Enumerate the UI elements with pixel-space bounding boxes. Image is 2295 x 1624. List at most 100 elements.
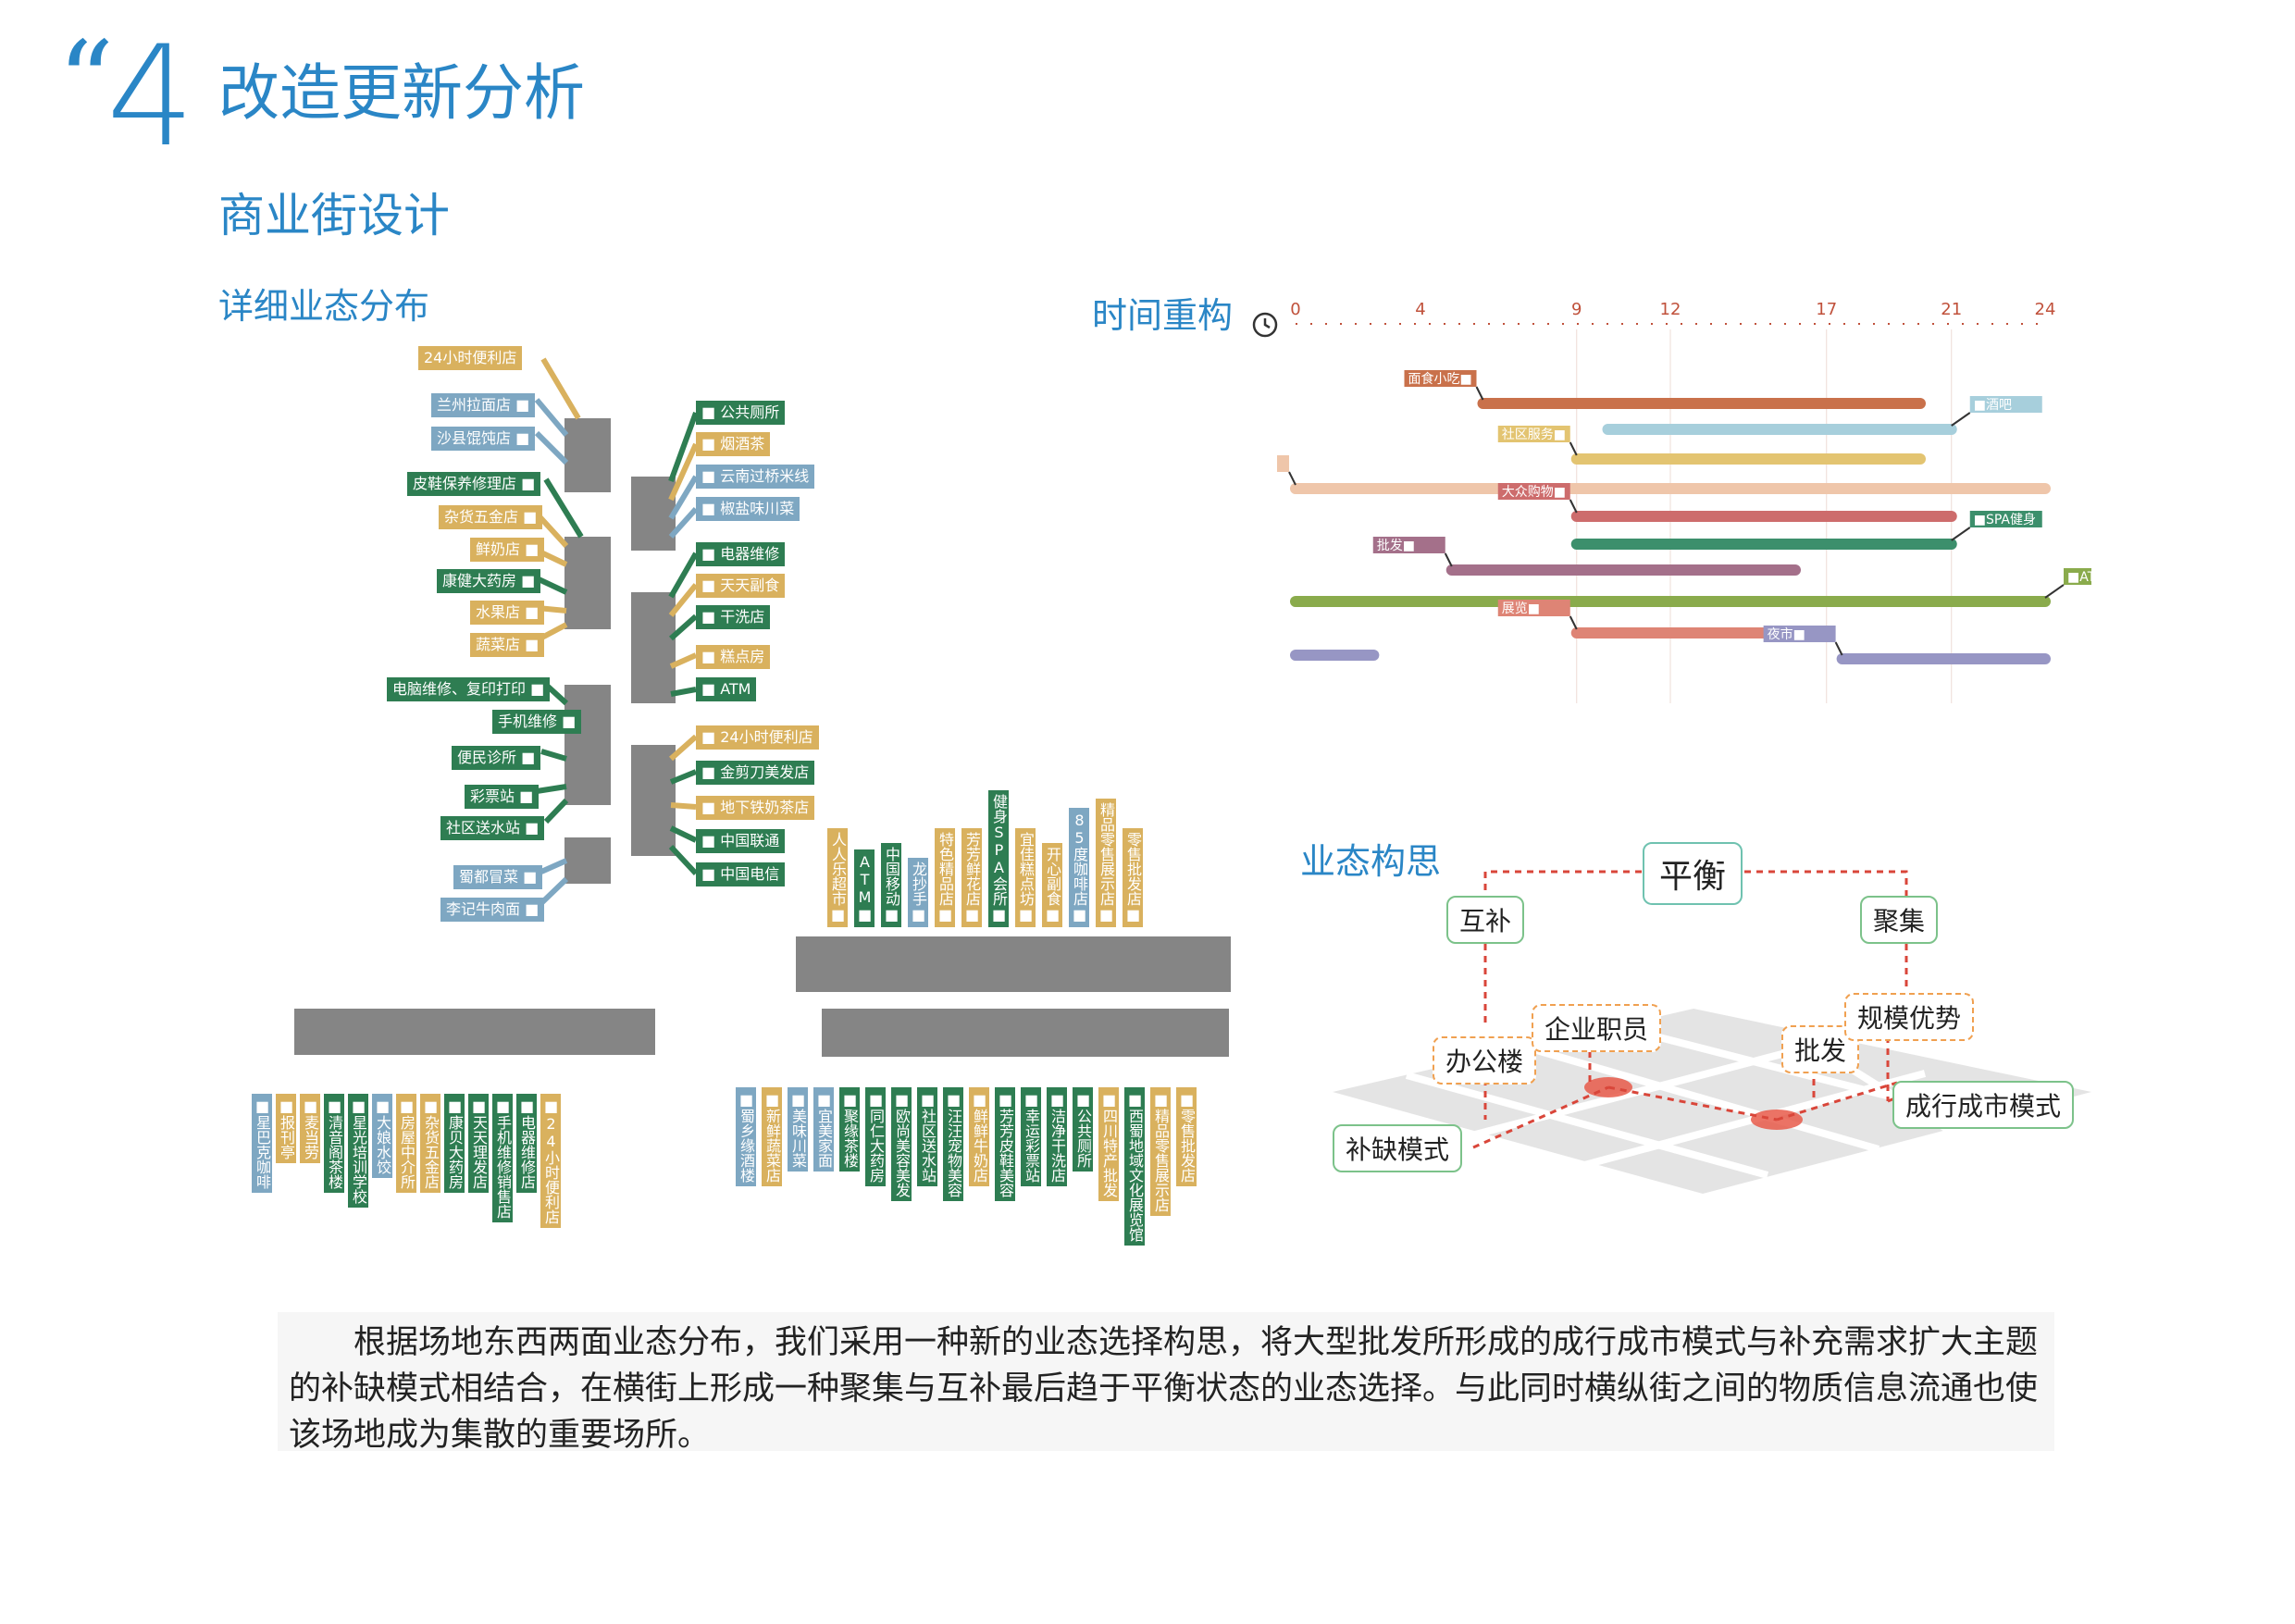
shop-tag: ■ 干洗店 — [696, 605, 771, 629]
shop-tag: 龙抄手■ — [908, 858, 928, 927]
office-box: 办公楼 — [1433, 1036, 1537, 1085]
shop-tag: ■ 中国联通 — [696, 829, 786, 853]
shop-tag: ■鲜鲜牛奶店 — [969, 1087, 989, 1186]
street-block — [631, 477, 676, 551]
time-tick-label: 17 — [1816, 300, 1837, 319]
shop-tag: ■ 公共厕所 — [696, 401, 786, 425]
shop-tag: ■星光培训学校 — [348, 1094, 368, 1208]
time-bar-label: 24h■ — [1277, 455, 1296, 486]
shop-tag: 沙县馄饨店 ■ — [431, 427, 536, 451]
time-bar-label: 大众购物■ — [1497, 483, 1578, 514]
shop-tag: 水果店 ■ — [470, 601, 545, 625]
shop-tag: ■ 糕点房 — [696, 645, 771, 669]
street-block — [564, 837, 611, 884]
svg-text:■SPA健身: ■SPA健身 — [1974, 513, 2036, 527]
street-block — [294, 1009, 655, 1055]
market-mode-box: 成行成市模式 — [1892, 1081, 2075, 1129]
time-bar-label: ■ATM — [2044, 568, 2091, 599]
page-title: 改造更新分析 — [218, 57, 585, 129]
shop-tag: 蔬菜店 ■ — [470, 633, 545, 657]
shop-tag: ■ 云南过桥米线 — [696, 465, 815, 489]
time-bar-label: 批发■ — [1372, 537, 1453, 567]
shop-tag: ■大娘水饺 — [372, 1094, 392, 1178]
shop-tag: ■同仁大药房 — [865, 1087, 886, 1186]
shop-tag: ■麦当劳 — [300, 1094, 320, 1163]
svg-text:大众购物■: 大众购物■ — [1502, 485, 1566, 500]
shop-tag: ■四川特产批发 — [1098, 1087, 1119, 1201]
shop-tag: ■零售批发店 — [1176, 1087, 1197, 1186]
svg-text:■酒吧: ■酒吧 — [1974, 398, 2012, 413]
street-block — [564, 418, 611, 492]
shop-tag: 人人乐超市■ — [827, 828, 848, 927]
shop-tag: 电脑维修、复印打印 ■ — [387, 677, 551, 701]
time-bar-label: 展览■ — [1497, 600, 1578, 630]
shop-tag: 健身SPA会所■ — [988, 790, 1009, 927]
shop-tag: ■手机维修销售店 — [492, 1094, 513, 1222]
street-block — [796, 936, 1231, 992]
shop-tag: ■蜀乡缘酒楼 — [736, 1087, 756, 1186]
shop-tag: 李记牛肉面 ■ — [440, 898, 545, 922]
shop-tag: ■社区送水站 — [917, 1087, 937, 1186]
shop-tag: ■ 椒盐味川菜 — [696, 497, 800, 521]
time-tick-label: 24 — [2035, 300, 2056, 319]
shop-tag: 零售批发店■ — [1123, 828, 1143, 927]
shop-tag: ■芳芳皮鞋美容 — [995, 1087, 1015, 1201]
page-subtitle: 商业街设计 — [218, 189, 450, 242]
time-bar-label: ■酒吧 — [1951, 396, 2042, 427]
time-tick-label: 21 — [1941, 300, 1962, 319]
shop-tag: ■新鲜蔬菜店 — [762, 1087, 782, 1186]
shop-tag: ■ 金剪刀美发店 — [696, 761, 815, 785]
timeline-chart: 04912172124面食小吃■■酒吧社区服务■24h■大众购物■■SPA健身批… — [1277, 300, 2091, 703]
svg-text:■ATM: ■ATM — [2067, 570, 2091, 585]
section-time-title: 时间重构 — [1092, 295, 1234, 336]
shop-tag: ■24小时便利店 — [540, 1094, 561, 1228]
shop-tag: 社区送水站 ■ — [440, 816, 545, 840]
shop-tag: 蜀都冒菜 ■ — [453, 865, 543, 889]
shop-tag: ■ 天天副食 — [696, 574, 786, 598]
shop-tag: ■房屋中介所 — [396, 1094, 416, 1193]
shop-tag: ■美味川菜 — [788, 1087, 808, 1172]
time-tick-label: 0 — [1290, 300, 1300, 319]
shop-tag: ■洁净干洗店 — [1047, 1087, 1067, 1186]
svg-text:夜市■: 夜市■ — [1768, 626, 1805, 642]
shop-tag: ■宜美家面 — [813, 1087, 834, 1172]
shop-tag: ■汪汪宠物美容 — [943, 1087, 963, 1201]
shop-tag: ATM■ — [854, 849, 875, 927]
svg-text:展览■: 展览■ — [1502, 601, 1540, 616]
shop-tag: ■幸运彩票站 — [1021, 1087, 1041, 1186]
shop-tag: 24小时便利店 — [418, 346, 523, 370]
shop-tag: 康健大药房 ■ — [437, 569, 541, 593]
shop-tag: ■欧尚美容美发 — [891, 1087, 912, 1201]
shop-tag: 便民诊所 ■ — [452, 746, 541, 770]
shop-tag: 宜佳糕点坊■ — [1015, 828, 1036, 927]
shop-tag: ■杂货五金店 — [420, 1094, 440, 1193]
shop-tag: ■康贝大药房 — [444, 1094, 465, 1193]
shop-tag: 杂货五金店 ■ — [439, 505, 543, 529]
shop-tag: 开心副食■ — [1042, 843, 1062, 927]
svg-text:社区服务■: 社区服务■ — [1502, 428, 1566, 442]
shop-tag: ■ 烟酒茶 — [696, 432, 771, 456]
clock-icon — [1251, 311, 1279, 339]
gap-mode-box: 补缺模式 — [1333, 1124, 1463, 1172]
street-block — [564, 537, 611, 629]
svg-text:面食小吃■: 面食小吃■ — [1408, 371, 1472, 387]
shop-tag: ■ 电器维修 — [696, 542, 786, 566]
cluster-box: 聚集 — [1860, 896, 1939, 944]
street-block — [564, 685, 611, 805]
time-bar-label: 面食小吃■ — [1404, 370, 1484, 401]
shop-tag: 皮鞋保养修理店 ■ — [407, 472, 541, 496]
shop-tag: ■清音阁茶楼 — [324, 1094, 344, 1193]
street-block — [631, 745, 676, 856]
shop-tag: ■ 中国电信 — [696, 862, 786, 886]
shop-tag: 兰州拉面店 ■ — [431, 393, 536, 417]
section-number: 4 — [106, 17, 195, 178]
scale-box: 规模优势 — [1844, 993, 1975, 1041]
time-bar-label: 夜市■ — [1763, 626, 1843, 656]
time-tick-label: 12 — [1660, 300, 1681, 319]
shop-tag: ■天天理发店 — [468, 1094, 489, 1193]
time-bar-label: 社区服务■ — [1497, 426, 1578, 456]
shop-tag: ■ ATM — [696, 677, 757, 701]
balance-box: 平衡 — [1643, 842, 1743, 905]
shop-tag: ■报刊亭 — [276, 1094, 296, 1163]
section-concept-title: 业态构思 — [1300, 841, 1442, 882]
